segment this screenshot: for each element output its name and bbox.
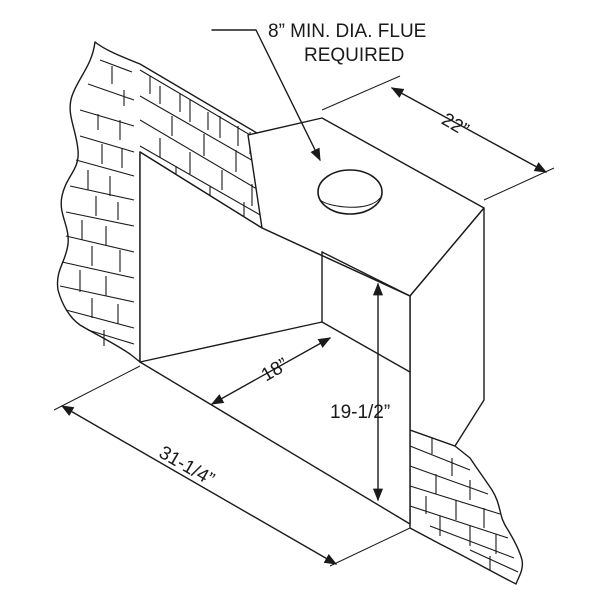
- depth-dimension: [390, 87, 548, 173]
- flue-leader: [211, 29, 321, 162]
- flue-label-line2: REQUIRED: [304, 45, 404, 66]
- height-label: 19-1/2”: [330, 402, 390, 423]
- dimension-lines: [53, 29, 555, 567]
- depth-label: 22”: [438, 109, 472, 141]
- width-label: 31-1/4”: [155, 442, 218, 490]
- right-wall-courses: [409, 436, 519, 573]
- inner-depth-dimension: [210, 337, 332, 405]
- right-brick-wall: [409, 429, 524, 585]
- flue-opening: [317, 169, 383, 215]
- flue-label-line1: 8” MIN. DIA. FLUE: [268, 21, 426, 42]
- left-wall-courses: [59, 59, 135, 346]
- left-brick-wall: [56, 41, 263, 363]
- width-dimension: [60, 405, 338, 565]
